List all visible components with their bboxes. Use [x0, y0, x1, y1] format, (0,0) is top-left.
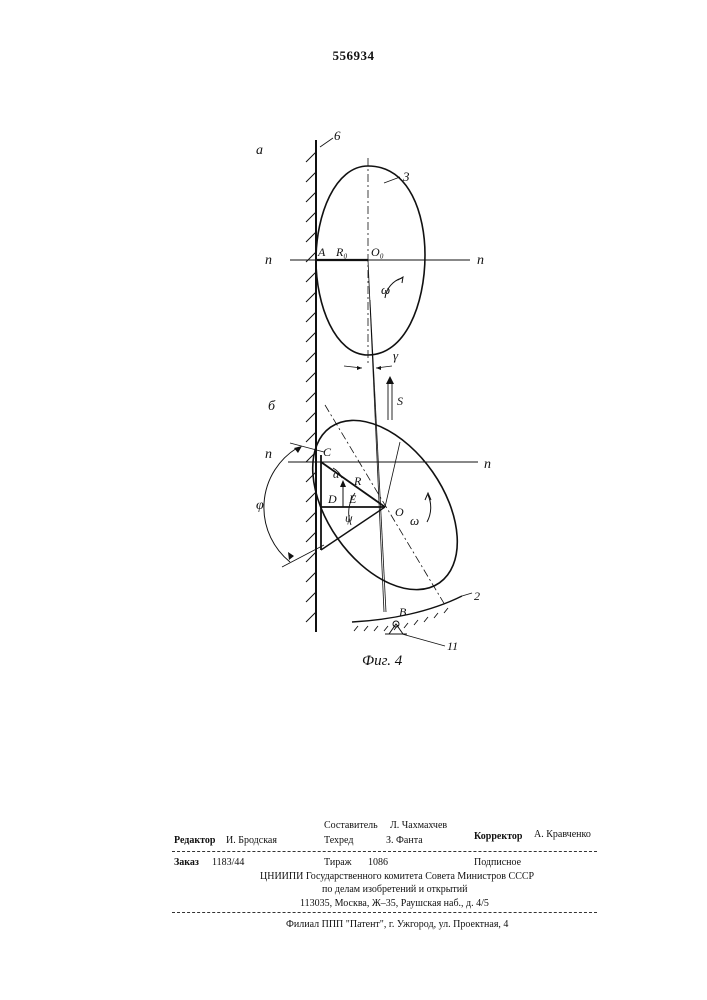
label-r: R — [353, 474, 362, 488]
techred-label: Техред — [324, 835, 353, 846]
label-point-o0: O₀ — [371, 245, 384, 259]
label-n-upper-right: n — [477, 253, 484, 268]
branch-line: Филиал ППП "Патент", г. Ужгород, ул. Про… — [286, 919, 508, 930]
editor-label: Редактор — [174, 835, 215, 846]
techred-name: З. Фанта — [386, 835, 423, 846]
imprint-rule-bottom — [172, 912, 597, 913]
print-run-value: 1086 — [368, 857, 388, 868]
leader-3 — [384, 177, 400, 183]
label-ref-3: 3 — [402, 169, 410, 184]
address-line: 113035, Москва, Ж–35, Раушская наб., д. … — [300, 898, 489, 909]
label-point-b: B — [399, 605, 407, 619]
label-n-lower-left: n — [265, 447, 272, 462]
label-s: S — [397, 394, 403, 408]
subscription-note: Подписное — [474, 857, 521, 868]
order-label: Заказ — [174, 857, 199, 868]
label-psi: ψ — [345, 511, 353, 525]
label-phi: φ — [256, 498, 264, 513]
label-omega-lower: ω — [410, 513, 419, 528]
vertical-axis-b — [370, 300, 386, 612]
order-value: 1183/44 — [212, 857, 244, 868]
label-point-c: C — [323, 445, 332, 459]
s-arrow — [386, 376, 394, 420]
label-section-b: б — [268, 399, 276, 414]
org-line-2: по делам изобретений и открытий — [322, 884, 468, 895]
label-n-lower-right: n — [484, 457, 491, 472]
label-point-e: E — [348, 492, 357, 506]
corrector-name: А. Кравченко — [534, 829, 591, 840]
compiler-label: Составитель — [324, 820, 378, 831]
label-ref-2: 2 — [474, 589, 480, 603]
label-r0: R₀ — [335, 245, 348, 259]
support-2 — [352, 596, 462, 631]
label-ref-11: 11 — [447, 639, 458, 653]
compiler-name: Л. Чахмахчев — [390, 820, 447, 831]
label-ref-6: 6 — [334, 128, 341, 143]
phi-arc — [264, 448, 297, 562]
print-run-label: Тираж — [324, 857, 352, 868]
label-section-a: а — [256, 143, 263, 158]
org-line-1: ЦНИИПИ Государственного комитета Совета … — [260, 871, 534, 882]
figure-caption: Фиг. 4 — [362, 653, 402, 670]
label-point-d: D — [327, 492, 337, 506]
label-point-o: O — [395, 505, 404, 519]
label-gamma: γ — [393, 348, 399, 363]
label-n-upper-left: n — [265, 253, 272, 268]
corrector-label: Корректор — [474, 831, 522, 842]
pivot-11 — [385, 621, 445, 646]
label-point-a: A — [317, 245, 326, 259]
imprint-rule-top — [172, 851, 597, 852]
leader-6 — [320, 138, 333, 147]
label-omega-upper: ω — [381, 282, 390, 297]
editor-name: И. Бродская — [226, 835, 277, 846]
label-alpha: α — [333, 467, 340, 481]
wall-6 — [306, 140, 316, 632]
line-oe — [385, 442, 400, 507]
